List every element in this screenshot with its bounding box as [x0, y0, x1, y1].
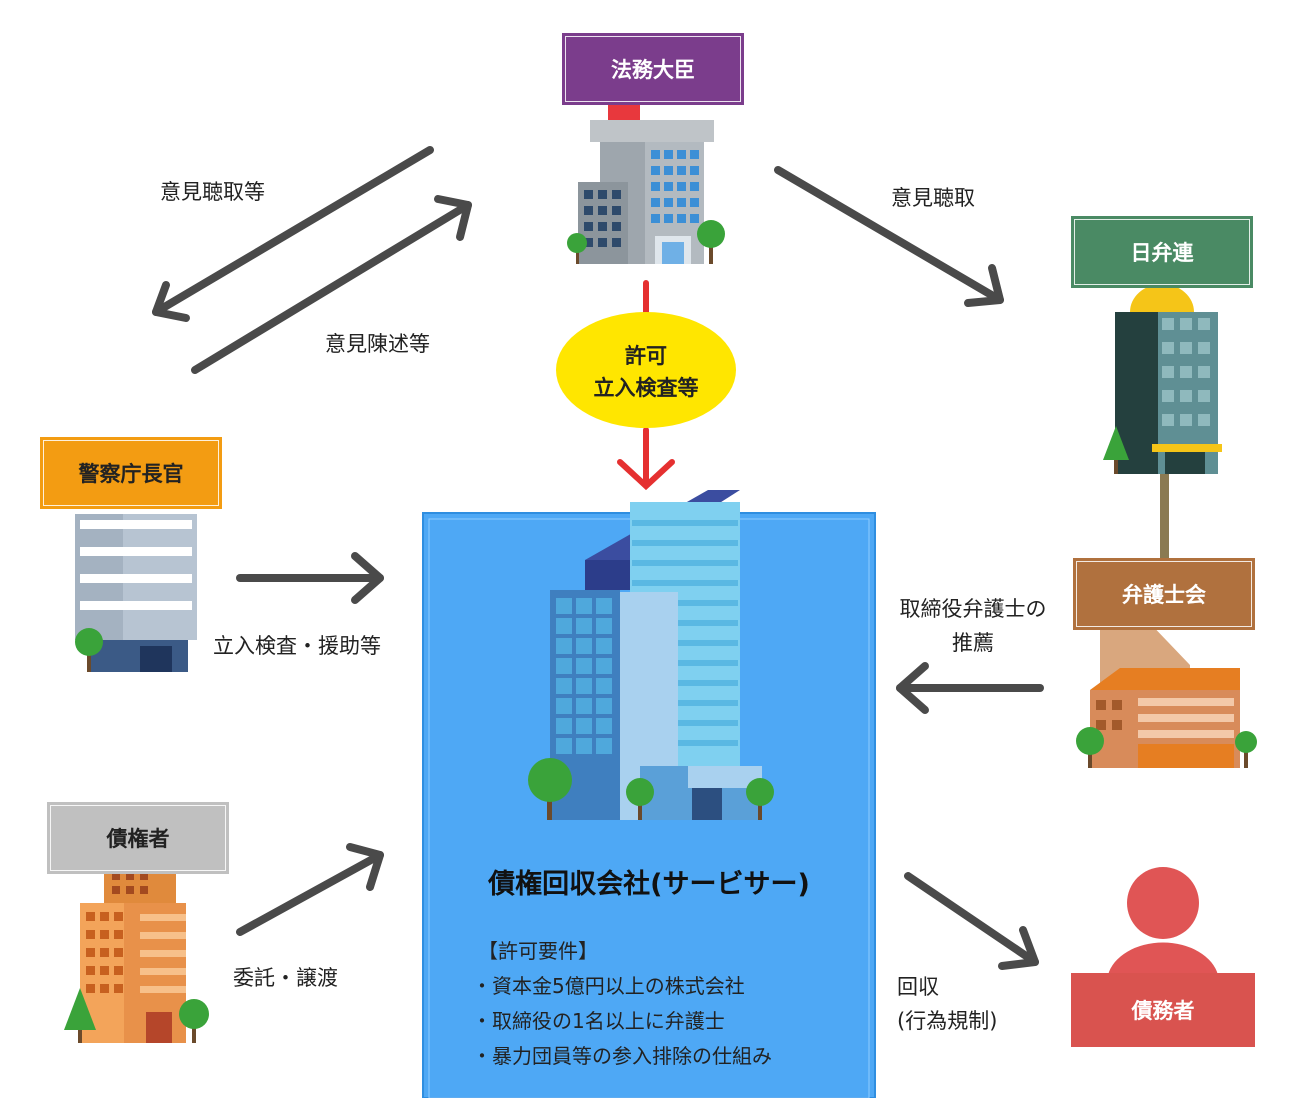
minister-label: 法務大臣 — [611, 58, 695, 82]
creditor-box: 債権者 — [47, 802, 229, 874]
minister-building-icon — [567, 102, 725, 264]
label-director-recommend: 取締役弁護士の 推薦 — [899, 597, 1047, 655]
servicer-title: 債権回収会社(サービサー) — [488, 869, 810, 900]
arrow-police-to-minister — [191, 201, 472, 374]
requirement-item: ・取締役の1名以上に弁護士 — [472, 1009, 725, 1033]
label-inspection-assistance: 立入検査・援助等 — [213, 634, 381, 658]
arrow-servicer-to-debtor — [904, 872, 1039, 966]
permit-line-1: 許可 — [625, 344, 667, 368]
nichibenren-building-icon — [1103, 284, 1222, 474]
servicer-building-icon — [528, 490, 774, 820]
minister-box: 法務大臣 — [562, 33, 744, 105]
police-box: 警察庁長官 — [40, 437, 222, 509]
police-label: 警察庁長官 — [78, 462, 184, 486]
debtor-box: 債務者 — [1071, 973, 1255, 1047]
permit-bubble-text: 許可 立入検査等 — [556, 340, 736, 404]
permit-bubble — [556, 312, 736, 428]
label-opinion-statement-etc: 意見陳述等 — [325, 332, 430, 356]
nichibenren-box: 日弁連 — [1071, 216, 1253, 288]
bar-association-building-icon — [1076, 618, 1257, 768]
arrow-creditor-to-servicer — [236, 851, 384, 936]
label-entrust-transfer: 委託・譲渡 — [233, 966, 338, 990]
arrow-minister-to-nichibenren — [774, 166, 1004, 304]
creditor-building-icon — [64, 865, 209, 1043]
label-opinion-hearing-etc: 意見聴取等 — [160, 180, 265, 204]
requirement-item: ・資本金5億円以上の株式会社 — [472, 974, 745, 998]
creditor-label: 債権者 — [106, 827, 170, 851]
bar-association-box: 弁護士会 — [1073, 558, 1255, 630]
debtor-label: 債務者 — [1131, 999, 1195, 1023]
bar-association-label: 弁護士会 — [1122, 583, 1206, 607]
requirements-heading: 【許可要件】 — [478, 939, 598, 963]
label-collect: 回収 (行為規制) — [897, 975, 998, 1033]
nichibenren-label: 日弁連 — [1130, 241, 1194, 265]
requirement-item: ・暴力団員等の参入排除の仕組み — [472, 1044, 772, 1068]
label-opinion-hearing: 意見聴取 — [891, 186, 975, 210]
arrow-minister-to-police — [152, 146, 434, 316]
police-building-icon — [75, 514, 197, 672]
nichibenren-bar-link — [1160, 474, 1169, 559]
permit-line-2: 立入検査等 — [593, 376, 699, 400]
debtor-person-icon — [1108, 867, 1218, 975]
permit-arrowhead — [617, 459, 675, 491]
